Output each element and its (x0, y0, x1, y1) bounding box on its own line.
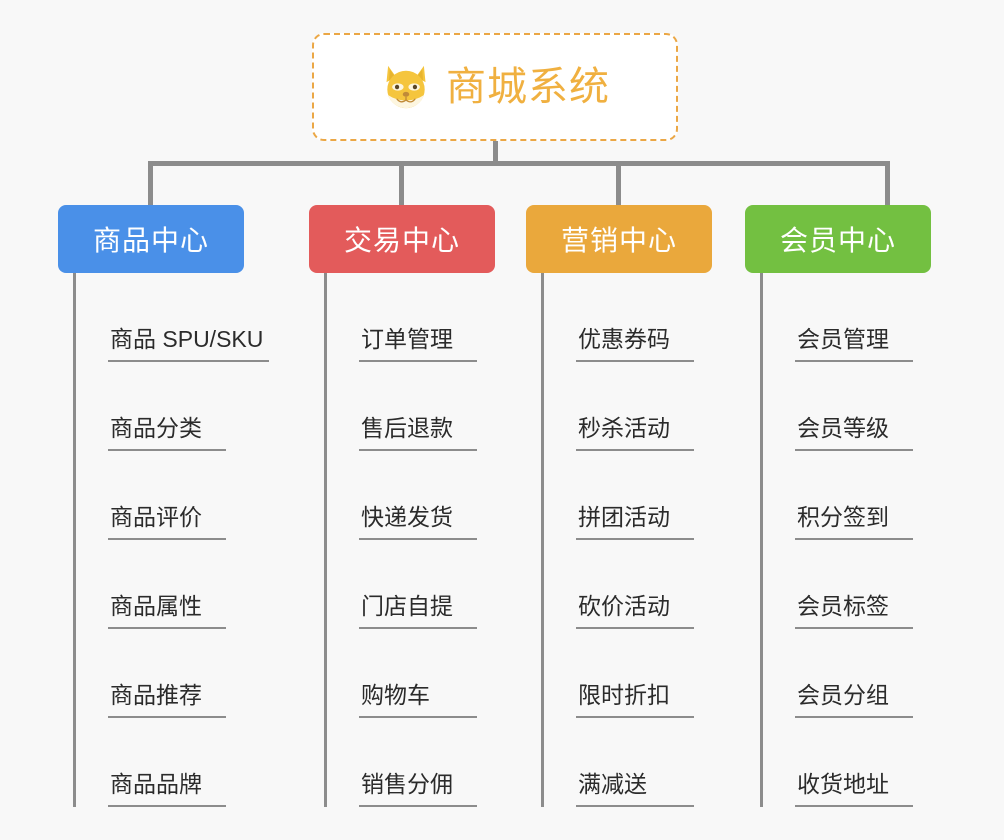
leaf-label: 商品推荐 (108, 682, 226, 718)
list-item[interactable]: 积分签到 (763, 451, 985, 540)
leaf-label: 快递发货 (359, 504, 477, 540)
category-title: 营销中心 (560, 225, 677, 256)
column-marketing-center: 营销中心 优惠券码 秒杀活动 拼团活动 砍价活动 限时折扣 满减送 (526, 205, 766, 807)
list-item[interactable]: 秒杀活动 (544, 362, 766, 451)
leaf-label: 满减送 (576, 771, 694, 807)
leaf-label: 砍价活动 (576, 593, 694, 629)
leaf-label: 会员等级 (795, 415, 913, 451)
leaf-list-member-center: 会员管理 会员等级 积分签到 会员标签 会员分组 收货地址 (760, 273, 985, 807)
leaf-label: 商品评价 (108, 504, 226, 540)
leaf-label: 秒杀活动 (576, 415, 694, 451)
root-title: 商城系统 (446, 65, 610, 109)
leaf-label: 会员管理 (795, 326, 913, 362)
leaf-label: 优惠券码 (576, 326, 694, 362)
leaf-list-marketing-center: 优惠券码 秒杀活动 拼团活动 砍价活动 限时折扣 满减送 (541, 273, 766, 807)
list-item[interactable]: 收货地址 (763, 718, 985, 807)
leaf-label: 商品属性 (108, 593, 226, 629)
list-item[interactable]: 商品推荐 (76, 629, 308, 718)
category-header-trade-center[interactable]: 交易中心 (309, 205, 495, 273)
shiba-dog-icon (386, 65, 426, 109)
connector-root-stem (493, 141, 498, 165)
list-item[interactable]: 快递发货 (327, 451, 549, 540)
leaf-label: 拼团活动 (576, 504, 694, 540)
list-item[interactable]: 商品 SPU/SKU (76, 273, 308, 362)
category-header-product-center[interactable]: 商品中心 (58, 205, 244, 273)
list-item[interactable]: 商品属性 (76, 540, 308, 629)
connector-drop-product-center (148, 161, 153, 205)
column-trade-center: 交易中心 订单管理 售后退款 快递发货 门店自提 购物车 销售分佣 (309, 205, 549, 807)
leaf-label: 商品品牌 (108, 771, 226, 807)
list-item[interactable]: 优惠券码 (544, 273, 766, 362)
list-item[interactable]: 会员管理 (763, 273, 985, 362)
connector-drop-trade-center (399, 161, 404, 205)
leaf-label: 商品分类 (108, 415, 226, 451)
list-item[interactable]: 销售分佣 (327, 718, 549, 807)
leaf-list-product-center: 商品 SPU/SKU 商品分类 商品评价 商品属性 商品推荐 商品品牌 (73, 273, 308, 807)
list-item[interactable]: 会员等级 (763, 362, 985, 451)
category-header-member-center[interactable]: 会员中心 (745, 205, 931, 273)
leaf-label: 购物车 (359, 682, 477, 718)
list-item[interactable]: 购物车 (327, 629, 549, 718)
category-title: 商品中心 (92, 225, 209, 256)
list-item[interactable]: 会员标签 (763, 540, 985, 629)
list-item[interactable]: 商品品牌 (76, 718, 308, 807)
list-item[interactable]: 商品评价 (76, 451, 308, 540)
leaf-label: 商品 SPU/SKU (108, 326, 270, 362)
category-header-marketing-center[interactable]: 营销中心 (526, 205, 712, 273)
connector-drop-member-center (885, 161, 890, 205)
list-item[interactable]: 满减送 (544, 718, 766, 807)
connector-horizontal-bus (148, 161, 890, 166)
leaf-label: 销售分佣 (359, 771, 477, 807)
list-item[interactable]: 会员分组 (763, 629, 985, 718)
list-item[interactable]: 砍价活动 (544, 540, 766, 629)
leaf-label: 收货地址 (795, 771, 913, 807)
list-item[interactable]: 订单管理 (327, 273, 549, 362)
leaf-label: 订单管理 (359, 326, 477, 362)
column-product-center: 商品中心 商品 SPU/SKU 商品分类 商品评价 商品属性 商品推荐 商品品牌 (58, 205, 308, 807)
leaf-label: 会员分组 (795, 682, 913, 718)
leaf-list-trade-center: 订单管理 售后退款 快递发货 门店自提 购物车 销售分佣 (324, 273, 549, 807)
leaf-label: 积分签到 (795, 504, 913, 540)
column-member-center: 会员中心 会员管理 会员等级 积分签到 会员标签 会员分组 收货地址 (745, 205, 985, 807)
leaf-label: 会员标签 (795, 593, 913, 629)
root-node[interactable]: 商城系统 (312, 33, 678, 141)
category-title: 交易中心 (343, 225, 460, 256)
list-item[interactable]: 商品分类 (76, 362, 308, 451)
list-item[interactable]: 限时折扣 (544, 629, 766, 718)
leaf-label: 售后退款 (359, 415, 477, 451)
connector-drop-marketing-center (616, 161, 621, 205)
leaf-label: 限时折扣 (576, 682, 694, 718)
list-item[interactable]: 门店自提 (327, 540, 549, 629)
category-title: 会员中心 (779, 225, 896, 256)
list-item[interactable]: 拼团活动 (544, 451, 766, 540)
leaf-label: 门店自提 (359, 593, 477, 629)
list-item[interactable]: 售后退款 (327, 362, 549, 451)
